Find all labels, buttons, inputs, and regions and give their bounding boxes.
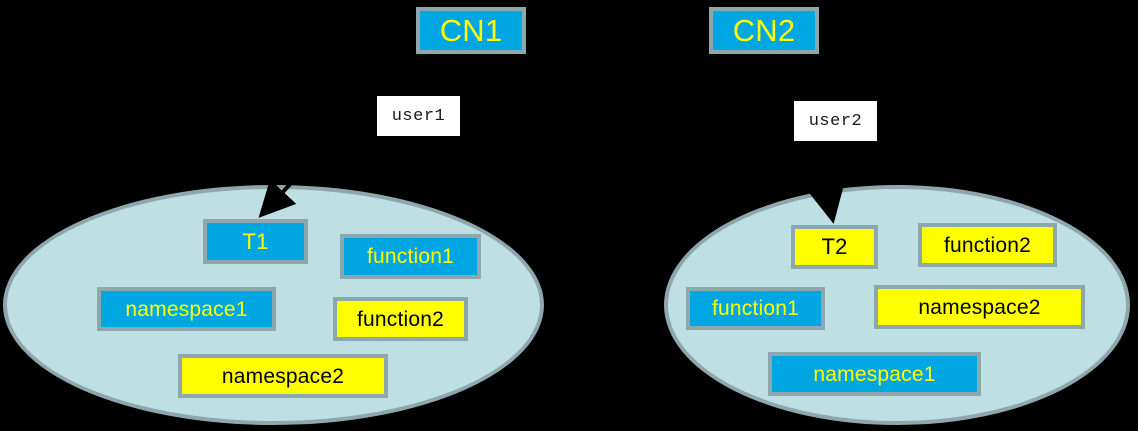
object-node-t2[interactable]: T2 <box>791 225 878 269</box>
object-node-t1[interactable]: T1 <box>203 219 308 264</box>
object-node-function1-right[interactable]: function1 <box>686 287 825 330</box>
container-node-cn2-label: CN2 <box>732 13 796 48</box>
object-node-namespace2-right[interactable]: namespace2 <box>874 285 1085 329</box>
object-node-function1-left-label: function1 <box>366 245 455 268</box>
object-node-namespace1-left-label: namespace1 <box>125 297 248 321</box>
user-label-user1[interactable]: user1 <box>377 96 460 136</box>
object-node-namespace2-left[interactable]: namespace2 <box>178 354 388 398</box>
object-node-function2-left[interactable]: function2 <box>333 297 468 341</box>
object-node-namespace2-left-label: namespace2 <box>221 364 345 388</box>
object-node-function2-right[interactable]: function2 <box>918 223 1057 267</box>
object-node-t2-label: T2 <box>821 234 848 259</box>
user-label-user2-text: user2 <box>808 111 863 131</box>
user-label-user1-text: user1 <box>391 106 446 126</box>
user-label-user2[interactable]: user2 <box>794 101 877 141</box>
object-node-namespace1-right[interactable]: namespace1 <box>768 352 981 396</box>
object-node-function2-left-label: function2 <box>356 307 445 331</box>
object-node-function2-right-label: function2 <box>943 233 1032 257</box>
object-node-namespace2-right-label: namespace2 <box>918 295 1041 319</box>
object-node-namespace1-right-label: namespace1 <box>813 362 936 386</box>
object-node-t1-label: T1 <box>242 228 269 254</box>
object-node-namespace1-left[interactable]: namespace1 <box>97 287 276 331</box>
object-node-function1-left[interactable]: function1 <box>340 234 481 279</box>
object-node-function1-right-label: function1 <box>711 297 800 320</box>
container-node-cn2[interactable]: CN2 <box>709 7 819 54</box>
container-node-cn1[interactable]: CN1 <box>416 7 526 54</box>
container-node-cn1-label: CN1 <box>439 13 503 48</box>
